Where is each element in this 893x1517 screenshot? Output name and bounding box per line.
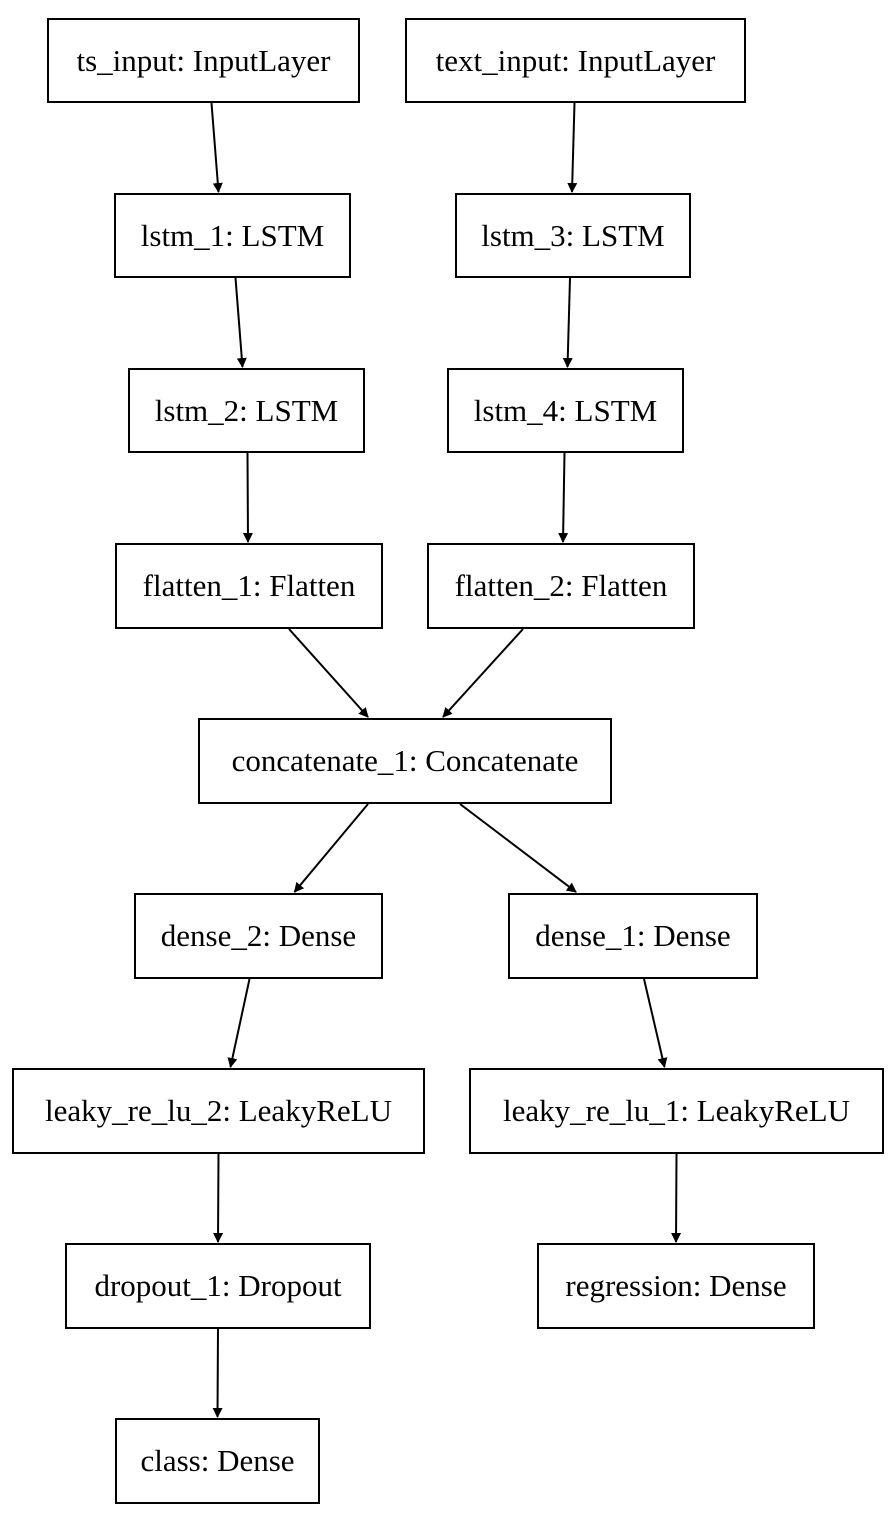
node-ts-input-label: ts_input: InputLayer: [76, 42, 331, 78]
edge-dense-2-to-leaky-re-lu-2: [227, 978, 251, 1068]
node-concatenate-1-label: concatenate_1: Concatenate: [231, 743, 579, 778]
edge-flatten-2-to-concatenate-1: [442, 628, 524, 718]
node-class: class: Dense: [115, 1418, 320, 1504]
node-lstm-4: lstm_4: LSTM: [447, 368, 684, 453]
node-flatten-2: flatten_2: Flatten: [427, 543, 695, 629]
node-regression: regression: Dense: [537, 1243, 815, 1329]
edge-lstm-1-to-lstm-2: [234, 277, 247, 368]
edge-dropout-1-to-class: [212, 1328, 223, 1418]
edge-lstm-3-to-lstm-4: [562, 277, 573, 368]
node-text-input-label: text_input: InputLayer: [435, 42, 716, 78]
edge-dense-1-to-leaky-re-lu-1: [643, 978, 668, 1068]
node-dense-2: dense_2: Dense: [134, 893, 383, 979]
node-dropout-1: dropout_1: Dropout: [65, 1243, 371, 1329]
node-dense-2-label: dense_2: Dense: [160, 918, 357, 953]
node-flatten-1: flatten_1: Flatten: [115, 543, 383, 629]
node-lstm-2-label: lstm_2: LSTM: [154, 392, 339, 428]
node-lstm-4-label: lstm_4: LSTM: [473, 392, 658, 428]
edge-ts-input-to-lstm-1: [210, 102, 223, 193]
edge-text-input-to-lstm-3: [567, 102, 578, 193]
edge-leaky-re-lu-1-to-regression: [671, 1153, 682, 1243]
node-text-input: text_input: InputLayer: [405, 18, 746, 103]
node-class-label: class: Dense: [140, 1443, 295, 1478]
node-lstm-3-label: lstm_3: LSTM: [481, 217, 665, 253]
edge-flatten-1-to-concatenate-1: [288, 628, 369, 718]
node-leaky-re-lu-1: leaky_re_lu_1: LeakyReLU: [469, 1068, 884, 1154]
edge-concatenate-1-to-dense-2: [293, 803, 369, 893]
node-dense-1: dense_1: Dense: [508, 893, 758, 979]
node-lstm-2: lstm_2: LSTM: [128, 368, 365, 453]
edge-lstm-4-to-flatten-2: [558, 452, 569, 543]
node-lstm-3: lstm_3: LSTM: [455, 193, 691, 278]
node-flatten-2-label: flatten_2: Flatten: [454, 568, 668, 603]
node-dense-1-label: dense_1: Dense: [535, 918, 731, 953]
edge-lstm-2-to-flatten-1: [242, 452, 253, 543]
node-leaky-re-lu-1-label: leaky_re_lu_1: LeakyReLU: [503, 1093, 850, 1128]
node-regression-label: regression: Dense: [565, 1268, 787, 1303]
node-lstm-1-label: lstm_1: LSTM: [140, 217, 325, 253]
node-ts-input: ts_input: InputLayer: [47, 18, 360, 103]
node-leaky-re-lu-2: leaky_re_lu_2: LeakyReLU: [12, 1068, 425, 1154]
node-concatenate-1: concatenate_1: Concatenate: [198, 718, 612, 804]
node-flatten-1-label: flatten_1: Flatten: [142, 568, 356, 603]
edge-concatenate-1-to-dense-1: [459, 803, 577, 893]
edge-leaky-re-lu-2-to-dropout-1: [213, 1153, 224, 1243]
node-dropout-1-label: dropout_1: Dropout: [94, 1268, 342, 1303]
node-lstm-1: lstm_1: LSTM: [114, 193, 351, 278]
node-leaky-re-lu-2-label: leaky_re_lu_2: LeakyReLU: [45, 1093, 392, 1128]
